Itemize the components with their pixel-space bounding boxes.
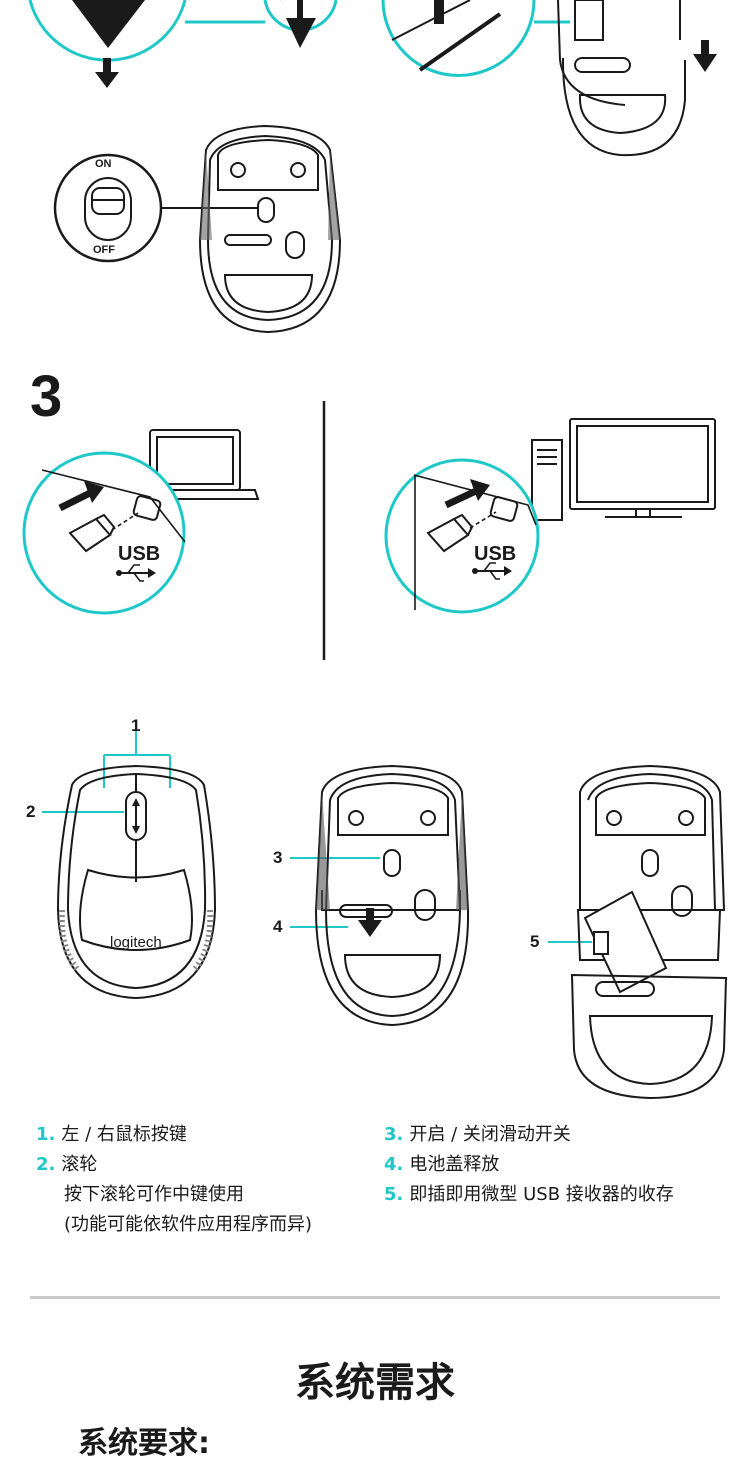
- legend-right: 3.开启 / 关闭滑动开关 4.电池盖释放 5.即插即用微型 USB 接收器的收…: [384, 1120, 674, 1210]
- switch-off-label: OFF: [93, 244, 115, 256]
- legend-item-4: 4.电池盖释放: [384, 1154, 500, 1175]
- usb-receiver-icon: [68, 513, 116, 553]
- scroll-wheel-arrows: [132, 798, 140, 834]
- switch-on-label: ON: [95, 158, 112, 170]
- legend-left: 1.左 / 右鼠标按键 2.滚轮 按下滚轮可作中键使用 (功能可能依软件应用程序…: [36, 1120, 312, 1240]
- legend-item-2-sub-2: (功能可能依软件应用程序而异): [64, 1214, 313, 1235]
- callout-1: 1: [131, 716, 141, 735]
- battery-install-illustration: [28, 0, 717, 334]
- tower-icon: [531, 439, 563, 521]
- section-subtitle: 系统要求:: [78, 1426, 210, 1461]
- usb-icon: [116, 564, 156, 582]
- arrow-down-icon: [95, 58, 119, 88]
- callout-2: 2: [26, 802, 36, 821]
- arrow-up-right-icon: [58, 481, 104, 512]
- legend-item-3: 3.开启 / 关闭滑动开关: [384, 1124, 571, 1145]
- usb-icon: [472, 562, 512, 580]
- section-title: 系统需求: [295, 1360, 455, 1406]
- legend-item-5: 5.即插即用微型 USB 接收器的收存: [384, 1184, 674, 1205]
- legend-item-2-sub-1: 按下滚轮可作中键使用: [64, 1184, 244, 1205]
- callout-3: 3: [273, 848, 283, 867]
- step-number: 3: [30, 364, 63, 429]
- usb-label-right: USB: [474, 543, 517, 565]
- callout-4: 4: [273, 917, 283, 936]
- callout-5: 5: [530, 932, 540, 951]
- monitor-icon: [569, 418, 716, 518]
- usb-label-left: USB: [118, 543, 161, 565]
- usb-receiver-illustration: [22, 401, 716, 660]
- legend-item-2: 2.滚轮: [36, 1154, 98, 1175]
- mouse-underside: [314, 764, 470, 1027]
- legend-item-1: 1.左 / 右鼠标按键: [36, 1124, 187, 1145]
- usb-receiver-icon: [426, 513, 474, 553]
- arrow-down-icon: [693, 40, 717, 72]
- arrow-down-icon: [358, 908, 382, 937]
- mouse-open-battery: [570, 764, 728, 1100]
- brand-logo: logitech: [110, 934, 162, 951]
- arrow-up-right-icon: [444, 479, 490, 509]
- section-divider: [30, 1296, 720, 1299]
- mouse-top-view: [56, 764, 217, 1000]
- battery-shape: [72, 0, 145, 48]
- mouse-parts-diagram: [42, 730, 728, 1100]
